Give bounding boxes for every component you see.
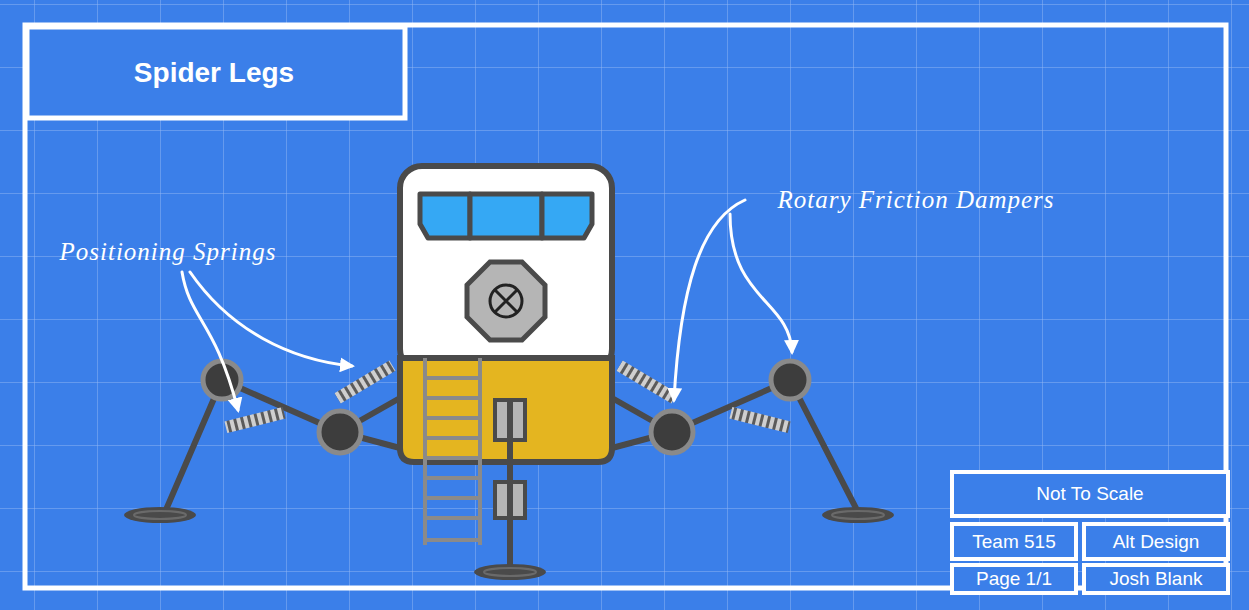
rotary-damper: [203, 361, 809, 453]
title-block-cell: Page 1/1: [976, 568, 1052, 590]
callout-label: Rotary Friction Dampers: [777, 186, 1054, 214]
title-block-cell: Not To Scale: [1036, 483, 1143, 505]
title-block-cell: Team 515: [972, 531, 1055, 553]
title-block-cell: Josh Blank: [1110, 568, 1203, 590]
title-text: Spider Legs: [134, 57, 294, 89]
title-block-cell: Alt Design: [1113, 531, 1200, 553]
leader-arrow: [182, 200, 792, 410]
callout-label: Positioning Springs: [60, 238, 277, 266]
